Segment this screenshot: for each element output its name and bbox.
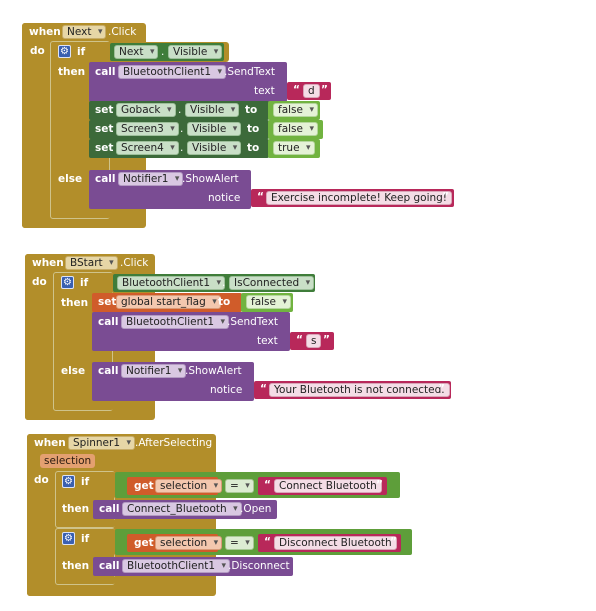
property-dropdown-isconnected[interactable]: IsConnected (229, 276, 315, 290)
text-literal-bluetooth-not-connected[interactable]: Your Bluetooth is not connected. (269, 383, 450, 397)
logic-dropdown-false[interactable]: false (246, 295, 291, 309)
component-dropdown-spinner1[interactable]: Spinner1 (68, 436, 136, 450)
component-dropdown-next-cond[interactable]: Next (114, 45, 159, 59)
method-name-showalert: .ShowAlert (182, 173, 239, 185)
component-dropdown-notifier1[interactable]: Notifier1 (121, 364, 187, 378)
event-name-click: .Click (108, 26, 137, 38)
text-literal-connect-bluetooth[interactable]: Connect Bluetooth (274, 479, 382, 493)
component-dropdown-connect-bluetooth[interactable]: Connect_Bluetooth (122, 502, 242, 516)
logic-dropdown-false[interactable]: false (273, 122, 318, 136)
method-name-sendtext: .SendText (227, 316, 279, 328)
variable-dropdown-selection[interactable]: selection (155, 536, 223, 550)
compare-operator-dropdown[interactable]: = (225, 479, 254, 493)
text-literal-d[interactable]: d (303, 84, 320, 98)
method-name-disconnect: .Disconnect (228, 560, 290, 572)
event-parameter-selection[interactable]: selection (40, 454, 96, 468)
variable-dropdown-selection[interactable]: selection (155, 479, 223, 493)
text-literal-exercise-incomplete[interactable]: Exercise incomplete! Keep going! (266, 191, 453, 205)
property-dropdown-visible[interactable]: Visible (168, 45, 223, 59)
get-keyword: get (134, 480, 154, 492)
method-name-sendtext: .SendText (224, 66, 276, 78)
gear-icon[interactable]: ⚙ (58, 45, 71, 58)
method-name-showalert: .ShowAlert (185, 365, 242, 377)
component-dropdown-notifier1[interactable]: Notifier1 (118, 172, 184, 186)
call-keyword: call (95, 66, 116, 78)
gear-icon[interactable]: ⚙ (61, 276, 74, 289)
else-keyword: else (58, 173, 83, 185)
component-dropdown-next[interactable]: Next (62, 25, 107, 39)
component-dropdown-bluetoothclient1[interactable]: BluetoothClient1 (118, 65, 227, 79)
component-dropdown-bluetoothclient1[interactable]: BluetoothClient1 (122, 559, 231, 573)
component-dropdown-screen3[interactable]: Screen3 (116, 122, 179, 136)
component-dropdown-bluetoothclient1[interactable]: BluetoothClient1 (121, 315, 230, 329)
if-keyword: if (77, 46, 86, 58)
compare-operator-dropdown[interactable]: = (225, 536, 254, 550)
text-arg-label: text (254, 85, 275, 97)
then-keyword: then (58, 66, 86, 78)
logic-dropdown-true[interactable]: true (273, 141, 315, 155)
to-keyword: to (245, 104, 258, 116)
do-keyword: do (30, 45, 45, 57)
notice-arg-label: notice (208, 192, 241, 204)
component-dropdown-bluetoothclient1-cond[interactable]: BluetoothClient1 (117, 276, 226, 290)
component-dropdown-bstart[interactable]: BStart (65, 256, 118, 270)
component-dropdown-screen4[interactable]: Screen4 (116, 141, 179, 155)
when-keyword: when (29, 26, 61, 38)
property-dropdown-visible[interactable]: Visible (187, 122, 242, 136)
event-name-afterselecting: .AfterSelecting (135, 437, 213, 449)
dot-separator: . (161, 46, 165, 58)
logic-dropdown-false[interactable]: false (273, 103, 318, 117)
property-dropdown-visible[interactable]: Visible (185, 103, 240, 117)
gear-icon[interactable]: ⚙ (62, 475, 75, 488)
component-dropdown-goback[interactable]: Goback (116, 103, 176, 117)
event-name-click: .Click (120, 257, 149, 269)
gear-icon[interactable]: ⚙ (62, 532, 75, 545)
variable-dropdown-global-start-flag[interactable]: global start_flag (116, 295, 221, 309)
text-literal-s[interactable]: s (306, 334, 322, 348)
text-literal-disconnect-bluetooth[interactable]: Disconnect Bluetooth (274, 536, 397, 550)
method-name-open: .Open (240, 503, 272, 515)
set-keyword: set (95, 104, 114, 116)
property-dropdown-visible[interactable]: Visible (187, 141, 242, 155)
